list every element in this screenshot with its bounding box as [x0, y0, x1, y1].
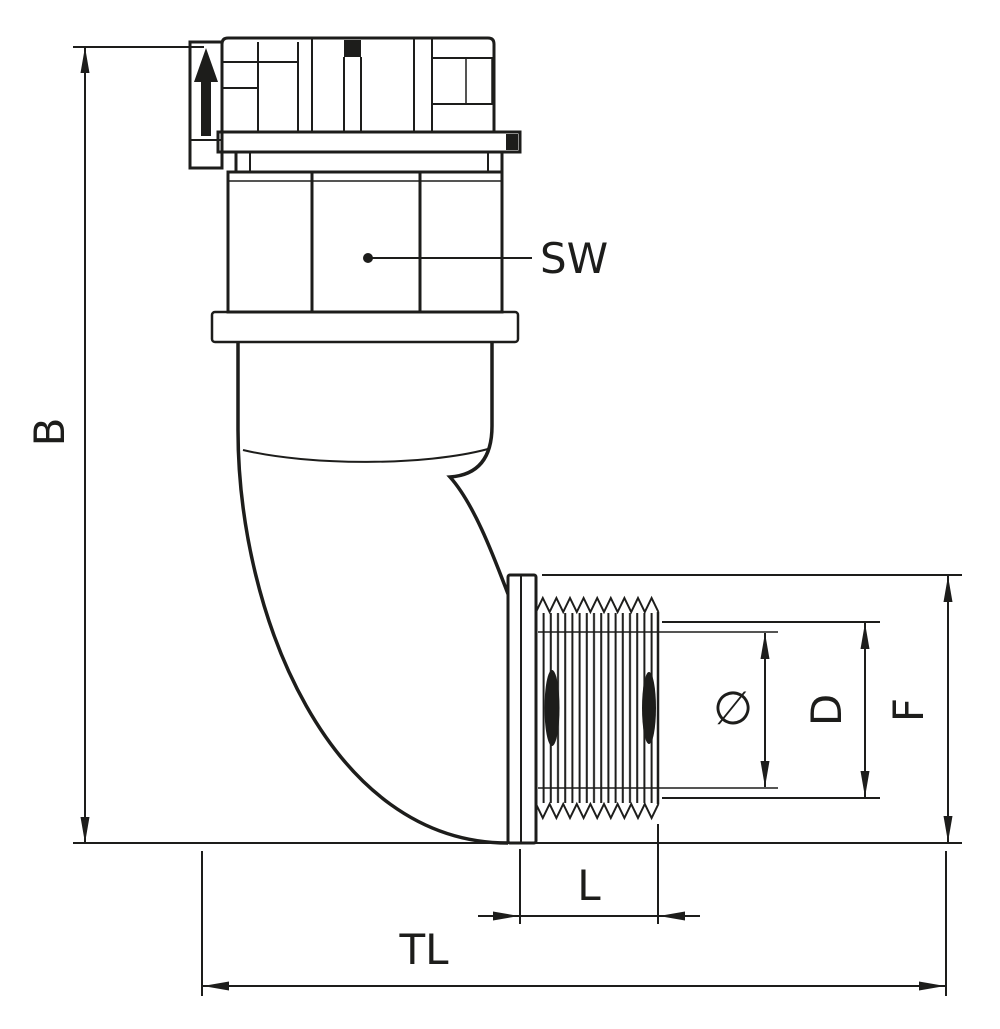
label-sw: SW: [540, 234, 608, 283]
hex-facet-lines: [310, 172, 422, 312]
elbow-body: [236, 342, 510, 845]
label-tl: TL: [398, 925, 449, 974]
label-b: B: [25, 418, 74, 447]
dimension-f: F: [542, 574, 962, 842]
band-dark-mark: [506, 134, 518, 150]
extension-lines-d: [662, 621, 880, 799]
hex-section: [226, 170, 504, 314]
elbow-outer-wall: [236, 342, 509, 845]
thread-runout-left: [544, 670, 560, 746]
hatch-area-right: [465, 57, 493, 105]
serrated-ring: [210, 310, 520, 344]
dimension-phi: ∅: [538, 631, 778, 789]
dimension-tl: TL: [201, 851, 947, 996]
fitting-outline: [188, 36, 660, 845]
threaded-stub: [535, 595, 660, 821]
thread-crest-bottom: [535, 801, 660, 821]
dimension-l: L: [478, 824, 700, 924]
cap-dark-insert: [344, 40, 361, 57]
thread-crest-top: [535, 595, 660, 615]
label-phi: ∅: [713, 681, 753, 735]
up-arrow-icon: [194, 48, 218, 136]
outlet-flange: [506, 573, 538, 845]
dimension-d: D: [662, 621, 880, 799]
cap-assembly: [188, 36, 522, 174]
extension-lines-phi: [538, 631, 778, 789]
label-d: D: [802, 694, 851, 726]
elbow-inner-wall: [446, 342, 510, 595]
extension-lines-b: [73, 46, 962, 844]
label-l: L: [577, 861, 601, 910]
cap-detail-lines: [222, 38, 494, 172]
dimension-b: B: [25, 46, 962, 844]
body-step-line: [242, 448, 489, 463]
extension-lines-l: [519, 824, 659, 924]
dimension-sw-leader: SW: [363, 234, 608, 283]
thread-runout-right: [642, 672, 656, 744]
hatch-area-left: [189, 139, 223, 169]
extension-lines-tl: [201, 851, 947, 996]
hex-outline: [226, 170, 504, 314]
label-f: F: [884, 698, 933, 722]
